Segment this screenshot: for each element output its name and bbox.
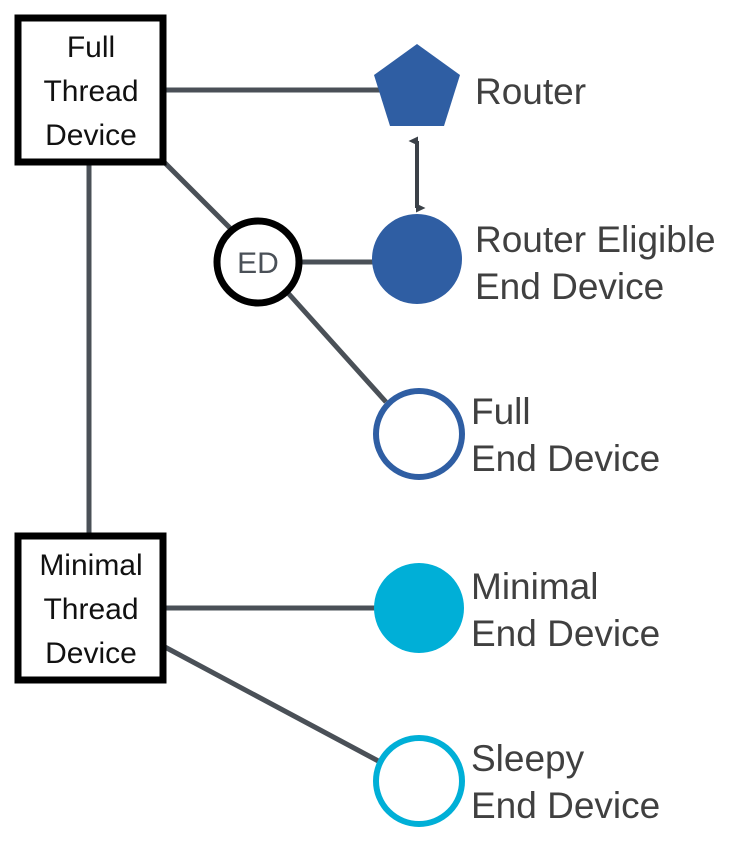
full-thread-device-label-line-3: Device xyxy=(45,119,137,152)
minimal-thread-device-label-line-3: Device xyxy=(45,637,137,670)
minimal-thread-device-label-line-1: Minimal xyxy=(39,549,142,582)
router-eligible-end-device-circle-icon[interactable] xyxy=(372,214,462,304)
full-end-device-circle-icon[interactable] xyxy=(373,388,465,480)
router-pentagon-icon[interactable] xyxy=(374,44,460,126)
minimal-thread-device-box[interactable] xyxy=(14,532,167,684)
full-thread-device-label-line-1: Full xyxy=(67,31,115,64)
legend-node-sleepy-end-device[interactable]: Sleepy End Device xyxy=(373,735,660,827)
connector-mtd-to-sed xyxy=(161,643,384,766)
connector-group xyxy=(86,87,426,766)
sleepy-end-device-label-line-2: End Device xyxy=(471,785,660,826)
full-end-device-label-line-1: Full xyxy=(471,391,531,432)
minimal-end-device-label-line-1: Minimal xyxy=(471,566,598,607)
full-thread-device-label-line-2: Thread xyxy=(43,75,138,108)
sleepy-end-device-circle-icon[interactable] xyxy=(373,735,465,827)
full-thread-device-box[interactable] xyxy=(14,14,167,166)
minimal-thread-device-label-line-2: Thread xyxy=(43,593,138,626)
connector-ed-to-fed xyxy=(286,291,388,404)
end-device-circle[interactable] xyxy=(213,217,303,307)
router-eligible-end-device-label-line-2: End Device xyxy=(475,266,664,307)
full-end-device-label-line-2: End Device xyxy=(471,438,660,479)
legend-node-minimal-end-device[interactable]: Minimal End Device xyxy=(374,563,660,654)
legend-node-full-end-device[interactable]: Full End Device xyxy=(373,388,660,480)
node-minimal-thread-device[interactable]: Minimal Thread Device xyxy=(14,532,167,684)
connector-ftd-to-ed xyxy=(162,160,232,230)
sleepy-end-device-label-line-1: Sleepy xyxy=(471,738,585,779)
end-device-label: ED xyxy=(237,247,279,280)
legend-node-router-eligible-end-device[interactable]: Router Eligible End Device xyxy=(372,214,716,307)
router-eligible-end-device-label-line-1: Router Eligible xyxy=(475,219,716,260)
minimal-end-device-circle-icon[interactable] xyxy=(374,563,464,653)
node-full-thread-device[interactable]: Full Thread Device xyxy=(14,14,167,166)
legend-node-router[interactable]: Router xyxy=(374,44,586,126)
router-label-line-1: Router xyxy=(475,71,586,112)
minimal-end-device-label-line-2: End Device xyxy=(471,613,660,654)
node-end-device[interactable]: ED xyxy=(213,217,303,307)
